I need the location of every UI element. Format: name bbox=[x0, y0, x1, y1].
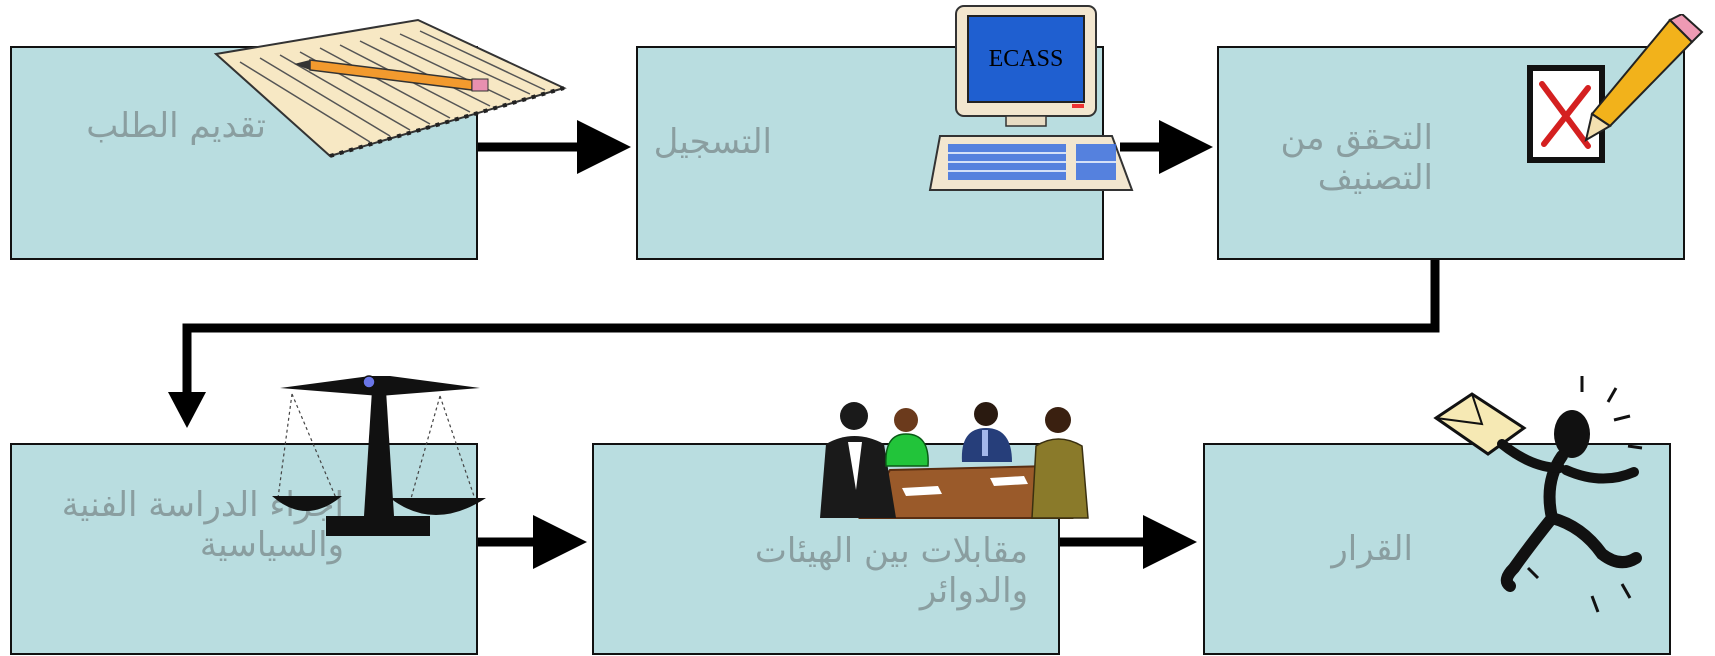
step-label-register: التسجيل bbox=[653, 122, 772, 162]
step-label-verify: التحقق من التصنيف bbox=[1281, 118, 1433, 198]
arrowhead-down bbox=[168, 392, 206, 428]
step-label-study-line-2: والسياسية bbox=[199, 525, 344, 566]
step-label-submit: تقديم الطلب bbox=[86, 106, 266, 146]
step-label-interviews: مقابلات بين الهيئات والدوائر bbox=[755, 531, 1028, 611]
step-label-decision: القرار bbox=[1331, 529, 1413, 569]
balance-scale-icon bbox=[270, 366, 500, 552]
checkbox-pencil-icon bbox=[1520, 14, 1715, 174]
computer-screen-text: ECASS bbox=[989, 46, 1064, 72]
connector-verify-to-study bbox=[182, 258, 1440, 402]
step-box-verify: التحقق من التصنيف bbox=[1217, 46, 1685, 260]
meeting-icon bbox=[810, 400, 1090, 520]
step-label-verify-line-1: التحقق من bbox=[1280, 118, 1433, 158]
notepad-pencil-icon bbox=[210, 18, 570, 158]
stick-figure-letter-icon bbox=[1432, 372, 1662, 622]
step-label-interviews-line-2: والدوائر bbox=[919, 571, 1028, 612]
step-label-interviews-line-1: مقابلات بين الهيئات bbox=[754, 531, 1028, 571]
computer-icon: ECASS bbox=[926, 4, 1136, 194]
step-label-verify-line-2: التصنيف bbox=[1317, 158, 1433, 199]
step-box-submit: تقديم الطلب bbox=[10, 46, 478, 260]
